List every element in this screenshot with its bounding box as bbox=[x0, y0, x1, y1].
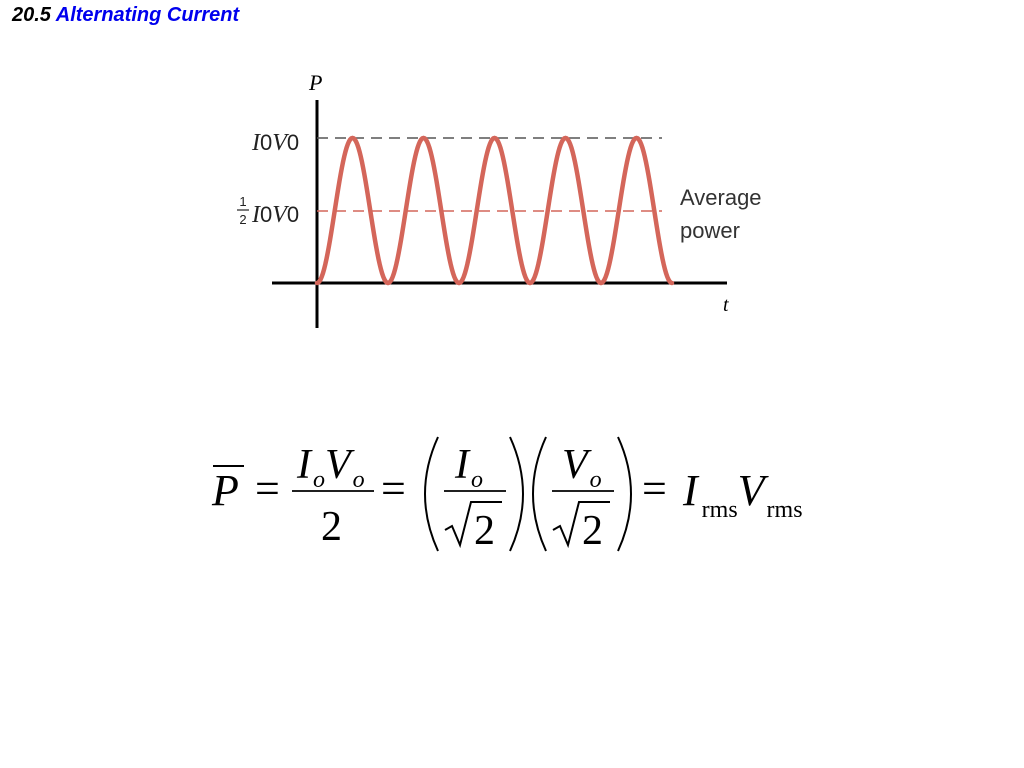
half-fraction-numerator: 1 bbox=[239, 194, 246, 209]
average-label-line-2: power bbox=[680, 218, 740, 243]
left-paren-2 bbox=[532, 436, 547, 552]
y-axis-label: P bbox=[308, 70, 322, 95]
peak-power-label: I0V0 bbox=[251, 130, 299, 156]
numerator-1: IoVo bbox=[296, 442, 365, 493]
left-paren-1 bbox=[424, 436, 439, 552]
equals-3: = bbox=[642, 464, 667, 513]
section-number: 20.5 bbox=[12, 4, 51, 26]
average-label-line-1: Average bbox=[680, 185, 762, 210]
power-time-graph: P t I0V0 1 2 I0V0 Average power bbox=[237, 70, 762, 328]
sqrt-sign-2 bbox=[552, 501, 610, 549]
sqrt-radicand-2: 2 bbox=[582, 508, 603, 554]
slide-title: 20.5 Alternating Current bbox=[12, 4, 239, 27]
equals-2: = bbox=[381, 464, 406, 513]
sqrt-radicand-1: 2 bbox=[474, 508, 495, 554]
half-fraction-denominator: 2 bbox=[239, 212, 246, 227]
power-curve bbox=[314, 135, 675, 286]
denominator-2: 2 bbox=[321, 504, 342, 550]
half-power-value: I0V0 bbox=[251, 202, 299, 228]
sqrt-sign-1 bbox=[444, 501, 502, 549]
p-symbol: P bbox=[211, 466, 239, 515]
x-axis-label: t bbox=[723, 294, 729, 316]
numerator-vo: Vo bbox=[562, 442, 602, 493]
right-paren-1 bbox=[509, 436, 524, 552]
section-title: Alternating Current bbox=[55, 4, 240, 26]
numerator-io: Io bbox=[454, 442, 483, 493]
half-power-label: 1 2 I0V0 bbox=[237, 194, 299, 228]
equals-1: = bbox=[255, 464, 280, 513]
right-paren-2 bbox=[617, 436, 632, 552]
